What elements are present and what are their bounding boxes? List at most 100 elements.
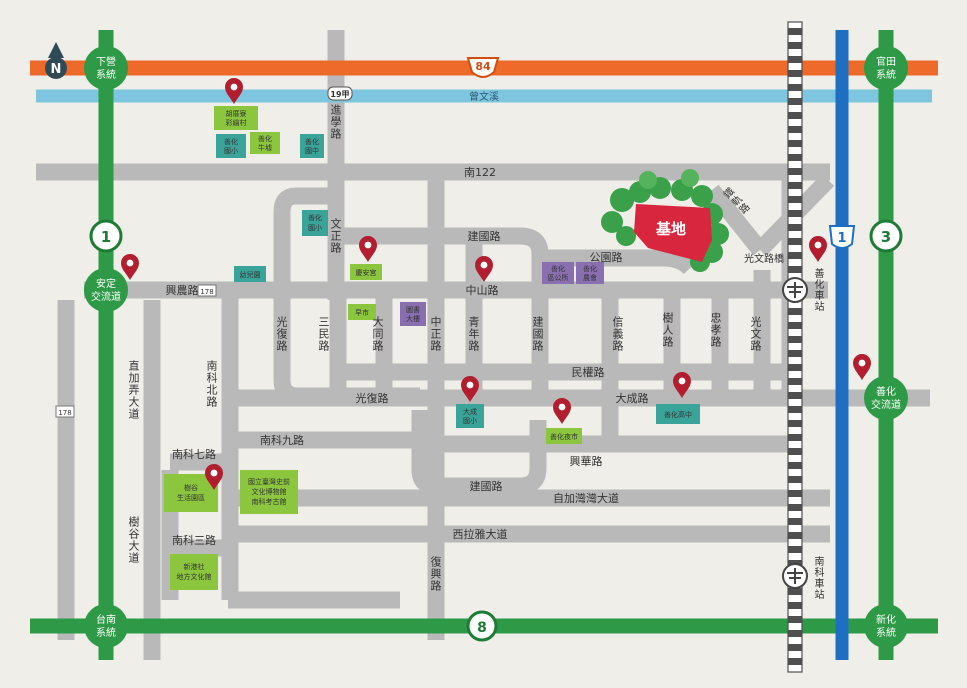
svg-text:幼兒園: 幼兒園 bbox=[240, 270, 261, 279]
svg-text:19甲: 19甲 bbox=[330, 90, 349, 99]
svg-text:8: 8 bbox=[477, 620, 487, 636]
svg-text:國小: 國小 bbox=[463, 416, 477, 425]
svg-text:善化: 善化 bbox=[258, 134, 272, 143]
interchange-xinhua: 新化 系統 bbox=[864, 604, 908, 648]
road-xingnong: 興農路 bbox=[166, 283, 199, 297]
svg-text:農會: 農會 bbox=[583, 273, 597, 282]
svg-text:178: 178 bbox=[58, 409, 71, 417]
svg-text:善化: 善化 bbox=[551, 264, 565, 273]
svg-text:系統: 系統 bbox=[96, 626, 116, 639]
svg-text:善化: 善化 bbox=[583, 264, 597, 273]
highway-178-west-icon: 178 bbox=[55, 405, 75, 418]
local-roads bbox=[36, 30, 930, 660]
svg-text:系統: 系統 bbox=[876, 68, 896, 81]
road-zhongshan: 中山路 bbox=[466, 284, 499, 297]
station-shanhua-label: 善化車站 bbox=[812, 268, 823, 312]
station-nanke-label: 南科車站 bbox=[812, 556, 823, 600]
svg-text:N: N bbox=[51, 62, 62, 77]
svg-text:善化: 善化 bbox=[305, 137, 319, 146]
train-stations bbox=[782, 277, 808, 589]
road-nanke9: 南科九路 bbox=[260, 433, 304, 447]
tree-cluster bbox=[601, 169, 729, 272]
svg-text:胡厝寮: 胡厝寮 bbox=[226, 109, 247, 118]
highway-178-north-icon: 178 bbox=[197, 284, 217, 297]
road-xinghua: 興華路 bbox=[570, 455, 603, 468]
poi-night-market: 善化夜市 bbox=[546, 428, 582, 444]
road-guangwen-bridge: 光文路橋 bbox=[744, 252, 784, 265]
svg-text:下營: 下營 bbox=[96, 55, 116, 68]
poi-qingan: 慶安宮 bbox=[350, 264, 382, 280]
freeway-3-icon: 3 bbox=[869, 219, 903, 253]
railway bbox=[787, 21, 803, 673]
poi-shanhua-middle: 善化 國中 bbox=[300, 134, 324, 158]
svg-text:84: 84 bbox=[475, 60, 491, 73]
svg-text:系統: 系統 bbox=[96, 68, 116, 81]
svg-text:大樓: 大樓 bbox=[406, 314, 420, 323]
river-zengwen: 曾文溪 bbox=[36, 89, 932, 103]
interchange-tainan: 台南 系統 bbox=[84, 604, 128, 648]
poi-market: 早市 bbox=[348, 304, 376, 320]
svg-text:交流道: 交流道 bbox=[91, 290, 121, 303]
road-sanmin: 三民路 bbox=[317, 316, 330, 352]
road-xinyi: 信義路 bbox=[611, 316, 624, 352]
road-guangfu-horizontal: 光復路 bbox=[356, 391, 389, 405]
svg-text:彩繪村: 彩繪村 bbox=[226, 118, 247, 127]
road-fuxing: 復興路 bbox=[429, 556, 442, 592]
svg-text:善化高中: 善化高中 bbox=[664, 410, 692, 419]
road-jianguo-north: 建國路 bbox=[468, 229, 501, 243]
svg-text:大成: 大成 bbox=[463, 407, 477, 416]
road-jianguo-south: 建國路 bbox=[470, 479, 503, 493]
road-nan122: 南122 bbox=[464, 166, 496, 179]
svg-text:善化: 善化 bbox=[308, 213, 322, 222]
svg-text:區公所: 區公所 bbox=[548, 273, 569, 282]
interchange-anding: 安定 交流道 bbox=[84, 268, 128, 312]
poi-office: 善化 區公所 bbox=[542, 262, 574, 284]
poi-library: 圖書 大樓 bbox=[400, 302, 426, 326]
river-label: 曾文溪 bbox=[469, 90, 499, 103]
road-jinxue: 進學路 bbox=[329, 104, 342, 140]
development-site: 基地 bbox=[601, 169, 729, 272]
road-nankebei: 南科北路 bbox=[205, 360, 218, 408]
svg-text:新化: 新化 bbox=[876, 613, 896, 626]
train-station-shanhua-icon bbox=[782, 277, 808, 303]
compass-north-icon: N bbox=[45, 42, 67, 79]
road-shugu: 樹谷大道 bbox=[127, 516, 140, 564]
road-zhongxiao: 忠孝路 bbox=[709, 312, 722, 348]
road-nanke3: 南科三路 bbox=[172, 533, 216, 547]
road-datong: 大同路 bbox=[371, 316, 384, 352]
pin-night-market-icon bbox=[553, 398, 571, 424]
highway-19-shield-icon: 19甲 bbox=[327, 86, 353, 101]
poi-farm: 善化 農會 bbox=[576, 262, 604, 284]
road-wenzheng: 文正路 bbox=[329, 218, 342, 254]
svg-text:牛墟: 牛墟 bbox=[258, 143, 272, 152]
road-minquan: 民權路 bbox=[572, 366, 605, 379]
interchange-xiaying: 下營 系統 bbox=[84, 46, 128, 90]
road-nanke7: 南科七路 bbox=[172, 447, 216, 461]
svg-text:善化夜市: 善化夜市 bbox=[550, 432, 578, 441]
interchange-shanhua: 善化 交流道 bbox=[864, 376, 908, 420]
poi-shanhua-high: 善化高中 bbox=[656, 404, 700, 424]
road-xilaya: 西拉雅大道 bbox=[453, 527, 508, 541]
road-dacheng: 大成路 bbox=[616, 391, 649, 405]
pin-qingan-icon bbox=[359, 236, 377, 262]
poi-kindergarten: 幼兒園 bbox=[234, 266, 266, 282]
pin-shanhua-station-icon bbox=[809, 236, 827, 262]
svg-text:交流道: 交流道 bbox=[871, 398, 901, 411]
road-guangwen: 光文路 bbox=[749, 316, 762, 352]
road-zhongzheng: 中正路 bbox=[429, 316, 442, 352]
freeway-1-west-icon: 1 bbox=[89, 219, 123, 253]
svg-text:安定: 安定 bbox=[96, 277, 116, 290]
svg-text:官田: 官田 bbox=[876, 55, 896, 68]
road-labels: 南122 建國路 公園路 中山路 興農路 光文路橋 民權路 大成路 光復路 南科… bbox=[166, 166, 785, 547]
road-shuren: 樹人路 bbox=[661, 312, 674, 348]
svg-text:早市: 早市 bbox=[355, 308, 369, 317]
svg-text:台南: 台南 bbox=[96, 613, 116, 626]
highway-84-shield-icon: 84 bbox=[466, 57, 500, 78]
poi-boxes: 胡厝寮 彩繪村 善化 國小 善化 牛墟 善化 國中 善化 國小 慶安宮 bbox=[164, 106, 700, 590]
site-label: 基地 bbox=[655, 220, 686, 238]
poi-daqiao: 大成 國小 bbox=[456, 404, 484, 428]
train-station-nanke-icon bbox=[782, 563, 808, 589]
svg-text:國立臺灣史前: 國立臺灣史前 bbox=[248, 477, 290, 486]
pin-shanhua-interchange-icon bbox=[853, 354, 871, 380]
